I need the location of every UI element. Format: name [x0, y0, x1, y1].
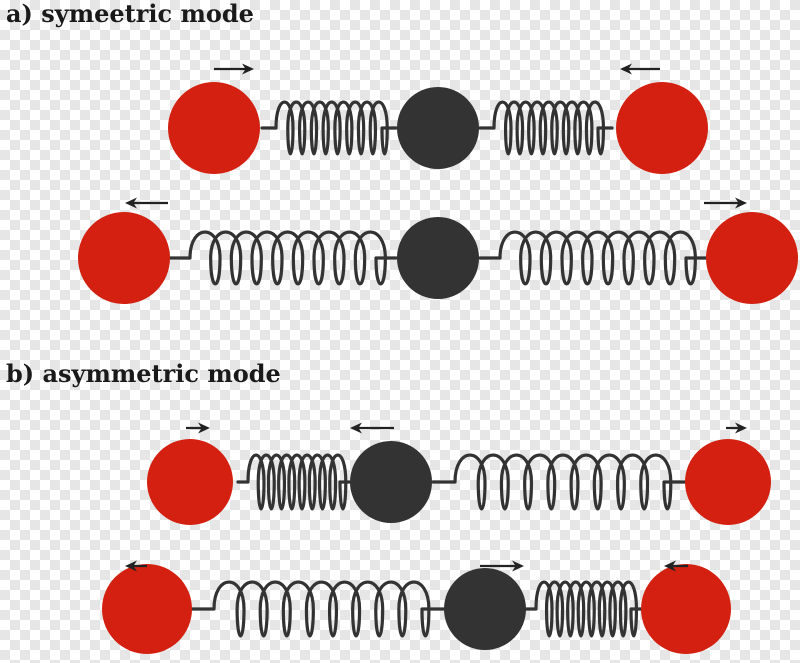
left-outer-mass	[168, 82, 260, 174]
left-outer-mass	[102, 564, 192, 654]
left-mass-arrow	[125, 197, 168, 209]
left-spring	[190, 580, 446, 638]
center-mass	[397, 217, 479, 299]
right-outer-mass	[685, 439, 771, 525]
left-outer-mass	[78, 212, 170, 304]
right-mass-arrow	[726, 422, 747, 434]
panel-b-label: b) asymmetric mode	[6, 359, 281, 388]
right-spring	[478, 100, 614, 156]
left-mass-arrow	[214, 63, 254, 75]
center-mass-arrow	[480, 560, 524, 572]
left-mass-arrow	[186, 422, 210, 434]
right-mass-arrow	[704, 197, 747, 209]
left-spring	[236, 453, 352, 511]
right-mass-arrow	[620, 63, 660, 75]
right-spring	[431, 453, 688, 511]
left-spring	[260, 100, 398, 156]
center-mass	[350, 441, 432, 523]
right-spring	[478, 230, 708, 286]
center-mass	[444, 568, 526, 650]
right-outer-mass	[616, 82, 708, 174]
right-outer-mass	[641, 564, 731, 654]
center-mass-arrow	[350, 422, 394, 434]
right-spring	[524, 580, 643, 638]
right-mass-arrow	[664, 560, 688, 572]
center-mass	[397, 87, 479, 169]
panel-a-label: a) symeetric mode	[6, 0, 254, 28]
left-mass-arrow	[125, 560, 147, 572]
left-spring	[168, 230, 398, 286]
left-outer-mass	[147, 439, 233, 525]
right-outer-mass	[706, 212, 798, 304]
